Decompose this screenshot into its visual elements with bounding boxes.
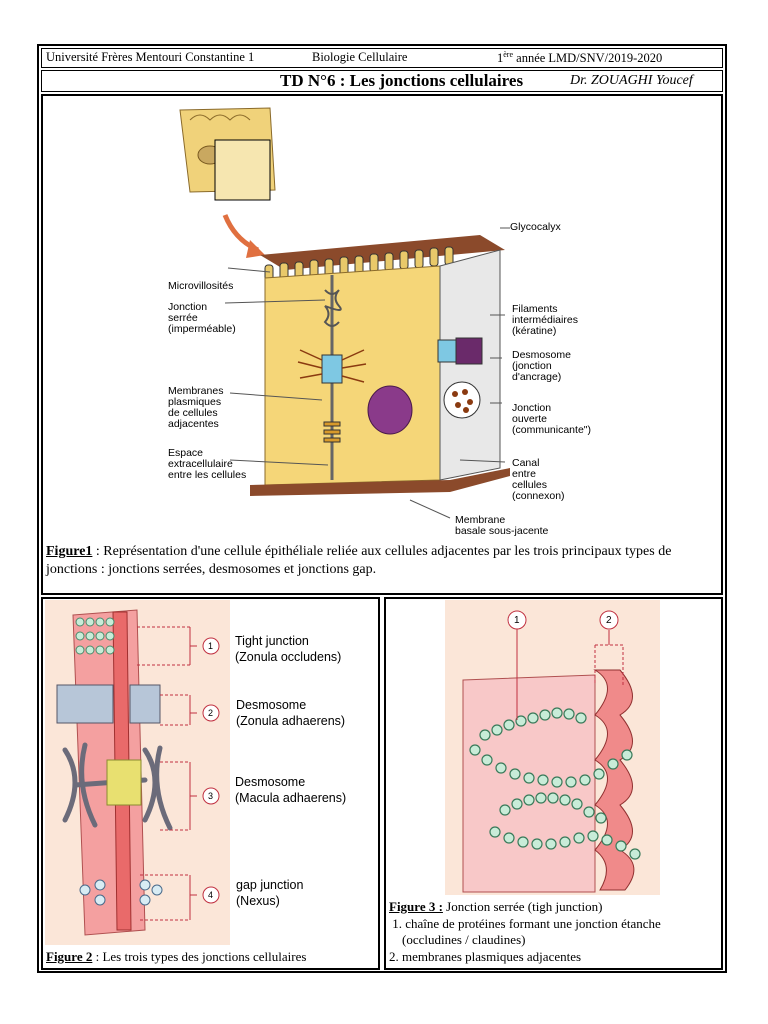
academic-year: 1ère année LMD/SNV/2019-2020	[497, 50, 663, 66]
fig3-marker-1: 1	[514, 615, 520, 626]
figure2-box	[41, 597, 380, 970]
label-desmosome: Desmosome (jonction d'ancrage)	[512, 349, 571, 383]
label-espace: Espace extracellulaire entre les cellule…	[168, 447, 247, 481]
label-jonction-ouverte: Jonction ouverte (communicante")	[512, 402, 592, 436]
label-microvillosites: Microvillosités	[168, 280, 234, 292]
author-name: Dr. ZOUAGHI Youcef	[570, 73, 693, 88]
marker-1: 1	[208, 641, 214, 651]
page-frame	[37, 44, 727, 973]
label-filaments: Filaments intermédiaires (kératine)	[512, 303, 578, 337]
item-gap-junction: gap junction (Nexus)	[236, 878, 304, 908]
figure3-line1b: (occludines / claudines)	[389, 932, 526, 947]
label-glycocalyx: Glycocalyx	[510, 221, 561, 233]
course-name: Biologie Cellulaire	[312, 50, 408, 64]
header-row: Université Frères Mentouri Constantine 1…	[41, 48, 723, 68]
figure3-box	[384, 597, 723, 970]
marker-4: 4	[208, 890, 214, 900]
figure3-line2: 2. membranes plasmiques adjacentes	[389, 949, 582, 964]
item-tight-junction: Tight junction (Zonula occludens)	[235, 634, 342, 664]
figure1-box	[41, 94, 723, 595]
label-jonction-serree: Jonction serrée (imperméable)	[168, 301, 236, 335]
marker-3: 3	[208, 791, 214, 801]
label-canal: Canal entre cellules (connexon)	[512, 457, 565, 502]
figure3-illustration	[445, 600, 660, 895]
figure1-illustration	[179, 107, 510, 519]
figure3-caption: Figure 3 : Jonction serrée (tigh junctio…	[389, 899, 603, 914]
item-macula-adhaerens: Desmosome (Macula adhaerens)	[235, 775, 347, 805]
label-membrane-basale: Membrane basale sous-jacente	[455, 514, 549, 537]
fig3-marker-2: 2	[606, 615, 612, 626]
figure1-caption: Figure1 : Représentation d'une cellule é…	[46, 544, 672, 577]
label-membranes: Membranes plasmiques de cellules adjacen…	[168, 385, 224, 430]
figure3-line1: 1. chaîne de protéines formant une jonct…	[389, 916, 661, 931]
page-title: TD N°6 : Les jonctions cellulaires	[280, 71, 524, 90]
university-name: Université Frères Mentouri Constantine 1	[46, 50, 255, 64]
item-zonula-adhaerens: Desmosome (Zonula adhaerens)	[236, 698, 346, 728]
figure2-caption: Figure 2 : Les trois types des jonctions…	[46, 949, 307, 964]
marker-2: 2	[208, 708, 214, 718]
title-row: TD N°6 : Les jonctions cellulaires Dr. Z…	[41, 70, 723, 92]
figure2-illustration	[45, 600, 230, 945]
